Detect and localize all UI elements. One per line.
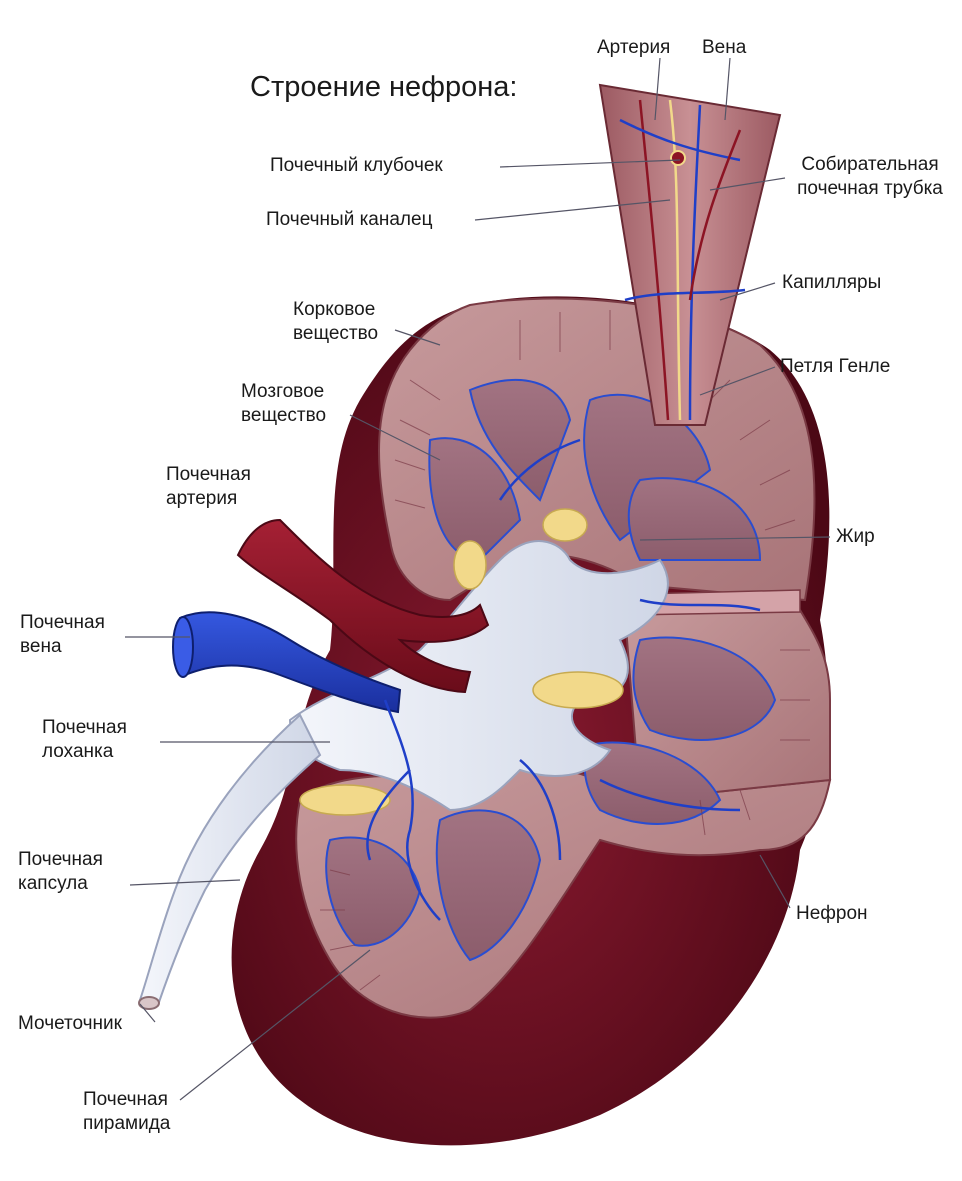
label-vein: Вена <box>702 37 747 58</box>
label-renal-artery-line2: артерия <box>166 488 238 509</box>
pyramid-5 <box>632 636 777 741</box>
label-renal-capsule-line2: капсула <box>18 873 88 894</box>
label-glomerulus: Почечный клубочек <box>270 155 443 176</box>
label-collecting-duct: Собирательная почечная трубка <box>784 153 956 201</box>
label-renal-vein-line2: вена <box>20 636 62 657</box>
label-cortex-line2: вещество <box>293 323 379 344</box>
label-loop-of-henle: Петля Генле <box>780 356 891 377</box>
glomerulus-dot <box>670 150 686 166</box>
label-cortex-line1: Корковое <box>293 299 376 320</box>
nephron-wedge-vessels <box>619 99 746 421</box>
label-capillaries: Капилляры <box>782 272 882 293</box>
cortex-texture <box>320 310 810 991</box>
renal-vein-opening <box>172 616 194 678</box>
interior-veins <box>366 438 761 921</box>
label-nephron: Нефрон <box>796 903 868 924</box>
label-renal-pyramid-line2: пирамида <box>83 1113 171 1134</box>
fat-deposits <box>299 508 624 816</box>
pyramid-8 <box>325 836 422 947</box>
renal-vein-vessel <box>178 611 402 714</box>
label-ureter: Мочеточник <box>18 1013 122 1034</box>
label-renal-artery: Почечная артерия <box>166 463 251 511</box>
pyramid-3 <box>583 393 712 542</box>
label-tubule: Почечный каналец <box>266 209 433 230</box>
label-collecting-duct-line1: Собирательная <box>801 154 939 175</box>
pyramid-7 <box>435 809 542 962</box>
label-renal-vein: Почечная вена <box>20 611 105 659</box>
label-cortex: Корковое вещество <box>293 298 378 346</box>
label-renal-pyramid-line1: Почечная <box>83 1089 168 1110</box>
label-artery: Артерия <box>597 37 671 58</box>
label-renal-pyramid: Почечная пирамида <box>83 1088 170 1136</box>
label-fat: Жир <box>836 526 875 547</box>
pyramid-2 <box>468 379 572 502</box>
label-renal-pelvis-line2: лоханка <box>42 741 114 762</box>
pyramid-1 <box>428 437 522 562</box>
diagram-title: Строение нефрона: <box>250 71 518 103</box>
label-renal-capsule-line1: Почечная <box>18 849 103 870</box>
pyramid-6 <box>583 741 722 825</box>
leader-lines <box>125 57 831 1101</box>
nephron-detail-wedge <box>598 83 782 426</box>
label-renal-capsule: Почечная капсула <box>18 848 103 896</box>
ureter-opening <box>138 996 160 1010</box>
label-medulla-line1: Мозговое <box>241 381 325 402</box>
label-renal-vein-line1: Почечная <box>20 612 105 633</box>
label-renal-artery-line1: Почечная <box>166 464 251 485</box>
label-renal-pelvis-line1: Почечная <box>42 717 127 738</box>
label-medulla-line2: вещество <box>241 405 327 426</box>
label-medulla: Мозговое вещество <box>241 380 326 428</box>
label-renal-pelvis: Почечная лоханка <box>42 716 127 764</box>
renal-artery-vessel <box>236 518 490 694</box>
label-collecting-duct-line2: почечная трубка <box>797 178 943 199</box>
